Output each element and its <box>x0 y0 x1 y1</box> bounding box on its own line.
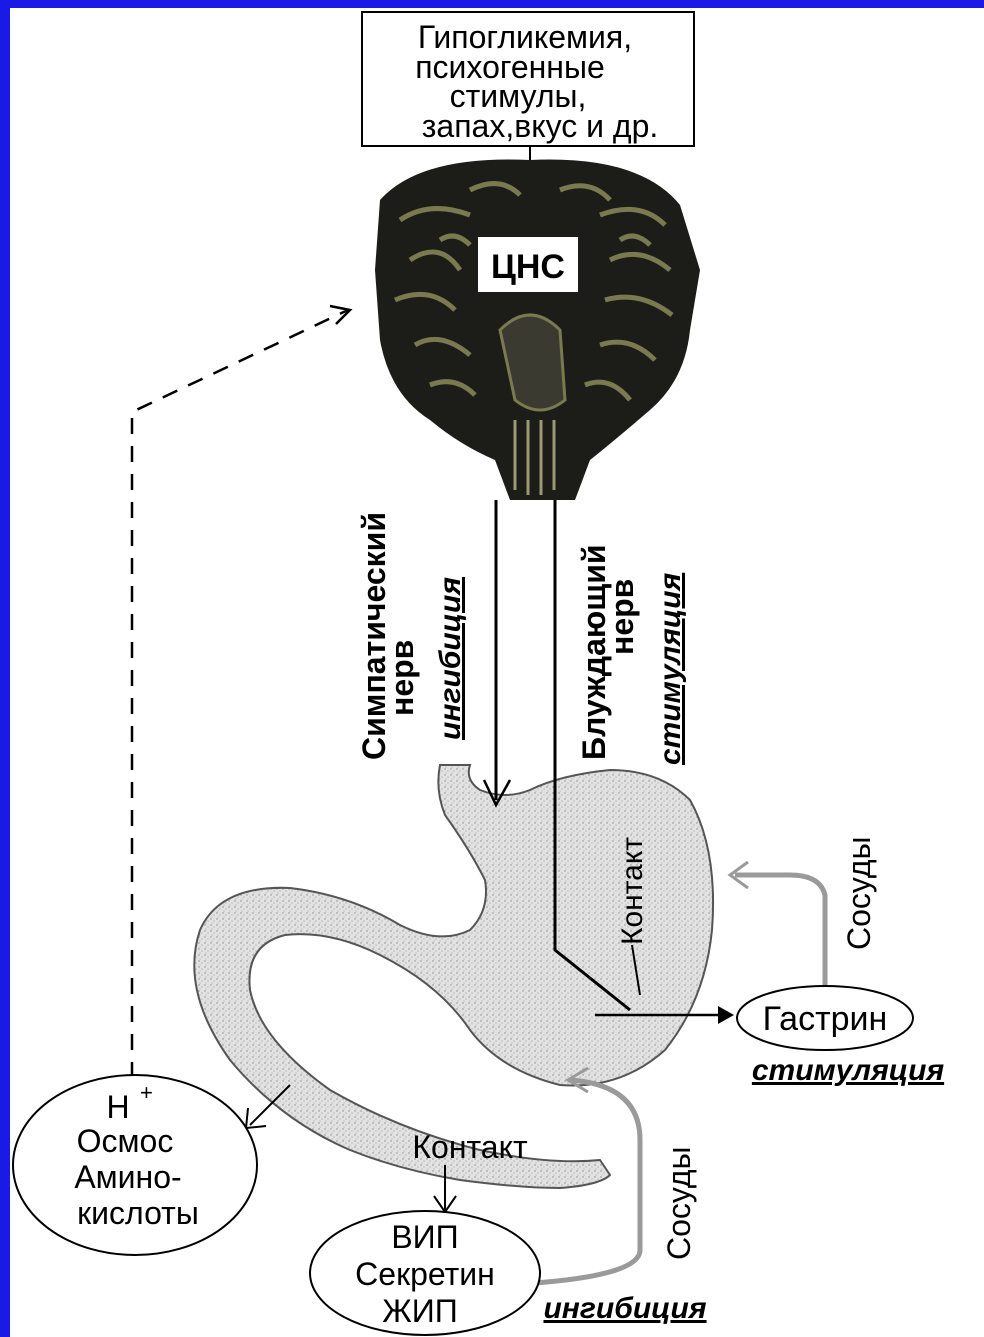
stimuli-box: Гипогликемия, психогенные стимулы, запах… <box>362 12 694 146</box>
factors-h-plus: H <box>106 1089 129 1125</box>
hormones-gip: ЖИП <box>382 1293 458 1329</box>
vagus-label-2: нерв <box>604 579 640 655</box>
factors-amino-2: кислоты <box>77 1195 199 1231</box>
factors-h-plus-sup: + <box>140 1080 153 1105</box>
sympathetic-effect: ингибиция <box>434 577 467 740</box>
sympathetic-label-2: нерв <box>384 640 420 716</box>
contact-lower-label: Контакт <box>412 1129 528 1165</box>
hormones-secretin: Секретин <box>355 1256 495 1292</box>
factors-osmos: Осмос <box>77 1123 174 1159</box>
cns-label: ЦНС <box>491 248 565 286</box>
sympathetic-label-1: Симпатический <box>356 512 392 760</box>
hormones-vip: ВИП <box>391 1219 458 1255</box>
vessels-lower-label: Сосуды <box>661 1146 697 1260</box>
hormones-effect: ингибиция <box>543 1292 706 1325</box>
vessels-upper-label: Сосуды <box>841 836 877 950</box>
contact-upper-label: Контакт <box>616 837 649 945</box>
gastrin-effect: стимуляция <box>752 1054 945 1087</box>
gastrin-label: Гастрин <box>763 1000 888 1038</box>
stimuli-line-4: запах,вкус и др. <box>422 108 659 144</box>
factors-amino-1: Амино- <box>74 1159 181 1195</box>
vagus-effect: стимуляция <box>654 572 687 765</box>
